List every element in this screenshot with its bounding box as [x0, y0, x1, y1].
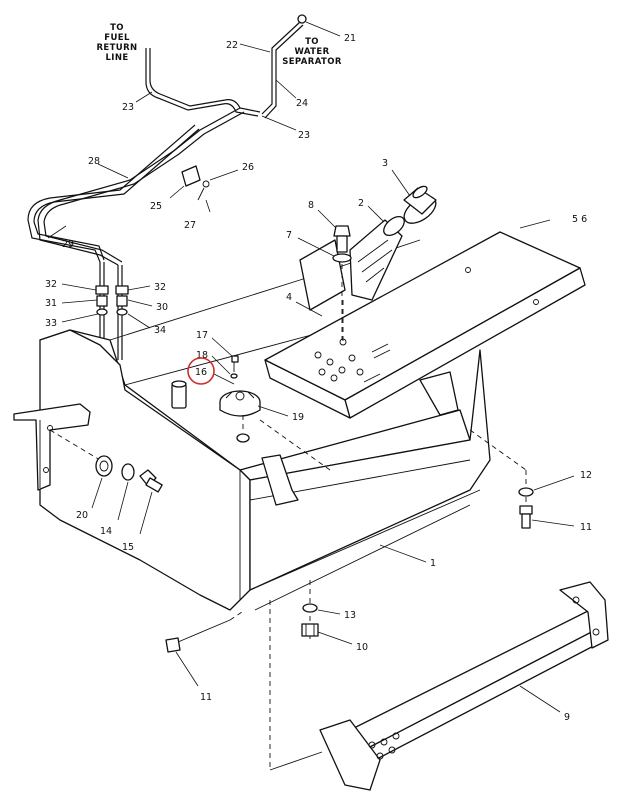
label-17: 17 [196, 330, 208, 341]
bolt-8 [332, 225, 352, 346]
hardware-20-14-15 [95, 455, 163, 493]
alignment-lines [259, 300, 344, 471]
label-29: 29 [62, 239, 74, 250]
callout-line: LINE [105, 53, 128, 63]
fuel-cap [403, 185, 437, 224]
fuel-sender [171, 355, 261, 443]
callout-fuel-return: TO FUEL RETURN LINE [96, 23, 137, 63]
label-23: 23 [298, 130, 310, 141]
bolt-11-lower [165, 609, 246, 653]
label-32: 32 [154, 282, 166, 293]
callout-water-separator: TO WATER SEPARATOR [282, 37, 342, 67]
label-7: 7 [286, 230, 292, 241]
label-26: 26 [242, 162, 254, 173]
label-18: 18 [196, 350, 208, 361]
label-23: 23 [122, 102, 134, 113]
hardware-right [469, 429, 534, 529]
label-22: 22 [226, 40, 238, 51]
label-5-6: 5 6 [572, 214, 587, 225]
label-8: 8 [308, 200, 314, 211]
label-30: 30 [156, 302, 168, 313]
callout-line: TO [305, 37, 319, 47]
support-beam [269, 581, 609, 791]
highlight-circle-16 [187, 357, 215, 385]
label-15: 15 [122, 542, 134, 553]
callout-line: WATER [294, 47, 329, 57]
label-16: 16 [195, 367, 207, 378]
label-24: 24 [296, 98, 308, 109]
fuel-lines [27, 14, 307, 360]
part-labels: 21 22 24 23 23 28 26 25 27 29 32 32 [45, 21, 592, 723]
callout-line: SEPARATOR [282, 57, 342, 67]
callout-line: RETURN [96, 43, 137, 53]
filler-neck [349, 215, 405, 301]
label-2: 2 [358, 198, 364, 209]
label-13: 13 [344, 610, 356, 621]
label-12: 12 [580, 470, 592, 481]
label-31: 31 [45, 298, 57, 309]
label-4: 4 [286, 292, 292, 303]
label-34: 34 [154, 325, 166, 336]
label-9: 9 [564, 712, 570, 723]
label-25: 25 [150, 201, 162, 212]
label-19: 19 [292, 412, 304, 423]
label-20: 20 [76, 510, 88, 521]
callout-line: TO [110, 23, 124, 33]
label-14: 14 [100, 526, 112, 537]
label-27: 27 [184, 220, 196, 231]
label-10: 10 [356, 642, 368, 653]
label-32: 32 [45, 279, 57, 290]
label-33: 33 [45, 318, 57, 329]
callout-line: FUEL [104, 33, 130, 43]
hardware-bottom [301, 580, 319, 640]
mount-bracket-left [13, 403, 101, 491]
label-28: 28 [88, 156, 100, 167]
label-11: 11 [580, 522, 592, 533]
label-21: 21 [344, 33, 356, 44]
label-3: 3 [382, 158, 388, 169]
label-1: 1 [430, 558, 436, 569]
label-11: 11 [200, 692, 212, 703]
